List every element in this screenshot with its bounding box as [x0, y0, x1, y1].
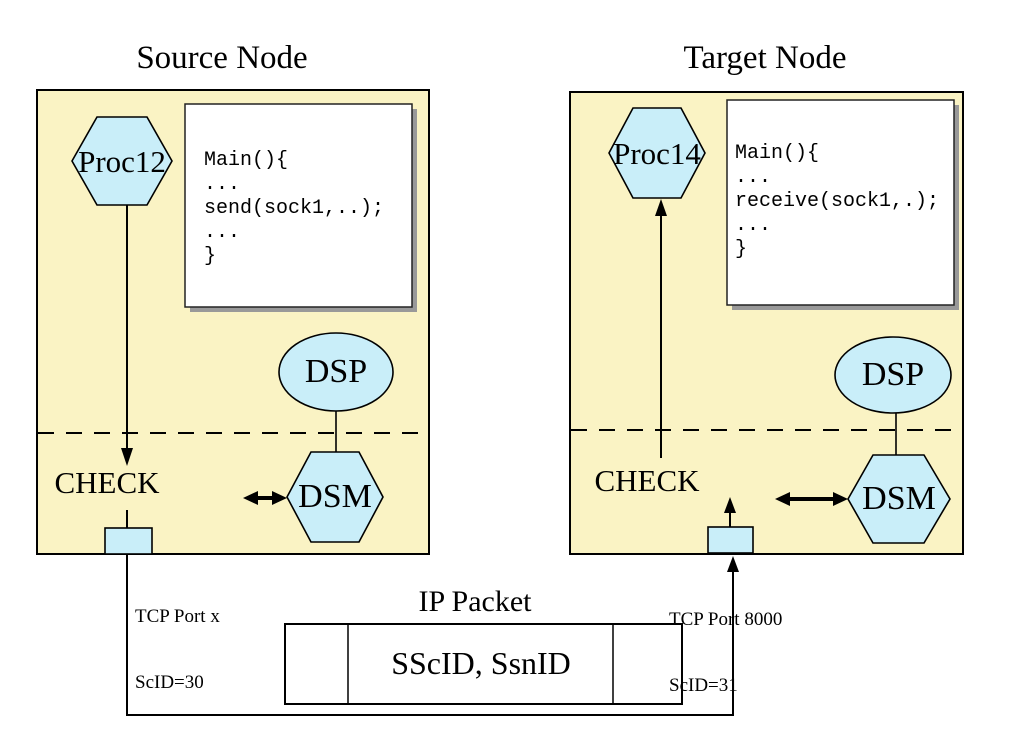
target-port-caption-line1: TCP Port 8000 [669, 609, 783, 630]
source-proc-to-check-arrow [121, 205, 133, 466]
source-port-caption: TCP Port x ScID=30 [135, 562, 220, 738]
source-dsm-hexagon [286, 451, 384, 543]
target-code-text: Main(){ ... receive(sock1,.); ... } [735, 142, 940, 261]
target-dsp-ellipse [834, 336, 952, 414]
target-dsm-label: DSM [862, 480, 936, 517]
target-tcp-port-rect [707, 526, 754, 554]
target-check-to-proc-arrow [655, 199, 667, 458]
source-port-caption-line2: ScID=30 [135, 672, 204, 693]
target-dsm-hexagon [847, 454, 951, 544]
target-code-box [726, 99, 955, 306]
source-tcp-port-rect [104, 527, 153, 555]
source-check-label: CHECK [54, 465, 160, 500]
target-node-title: Target Node [683, 40, 847, 76]
target-port-caption-line2: ScID=31 [669, 675, 738, 696]
source-node-title: Source Node [136, 40, 308, 76]
network-path-arrow [126, 554, 739, 716]
target-port-up-arrow [724, 497, 736, 528]
target-port-caption: TCP Port 8000 ScID=31 [669, 565, 782, 741]
ip-packet-box [284, 623, 683, 705]
target-dsm-double-arrow [775, 492, 848, 506]
ip-packet-payload-label: SScID, SsnID [391, 645, 571, 681]
ip-packet-title: IP Packet [418, 585, 532, 618]
source-code-text: Main(){ ... send(sock1,..); ... } [204, 149, 385, 268]
source-dsp-label: DSP [304, 353, 368, 390]
source-process-label: Proc12 [78, 144, 166, 179]
proc12-hexagon [71, 116, 173, 206]
source-dsm-label: DSM [298, 478, 372, 515]
source-port-caption-line1: TCP Port x [135, 606, 220, 627]
target-dsp-label: DSP [861, 356, 925, 393]
target-check-label: CHECK [594, 463, 700, 498]
source-dsm-double-arrow [243, 491, 287, 505]
target-process-label: Proc14 [613, 136, 701, 171]
source-code-box [184, 103, 413, 308]
proc14-hexagon [608, 107, 706, 199]
